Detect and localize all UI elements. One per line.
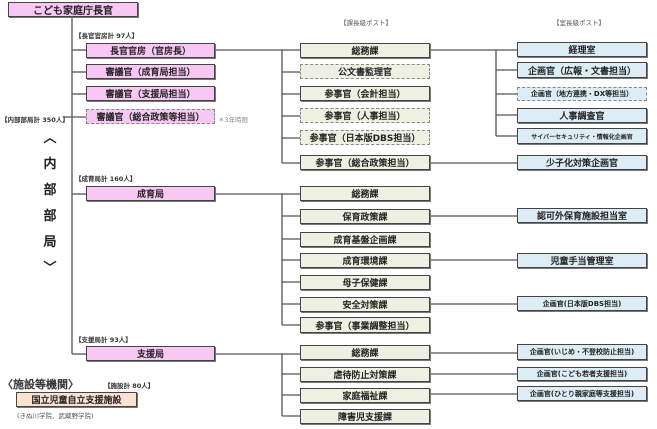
internal-bureaus-label: ︿ 内 部 部 局 ﹀ xyxy=(40,126,60,282)
commissioner-box[interactable]: こども家庭庁長官 xyxy=(8,2,138,17)
seiiku-maternal-health[interactable]: 母子保健課 xyxy=(300,275,430,290)
bracket-close: ﹀ xyxy=(43,261,57,276)
cybersecurity-officer[interactable]: サイバーセキュリティ・情報化企画官 xyxy=(517,128,647,144)
sec-personnel[interactable]: 参事官（人事担当） xyxy=(300,108,430,123)
shien-disabled-children[interactable]: 障害児支援課 xyxy=(300,409,430,424)
secretariat-count: 【長官官房計 97人】 xyxy=(75,32,139,40)
councilor-policy-box[interactable]: 審議官（総合政策等担当） xyxy=(86,109,215,124)
sec-dbs[interactable]: 参事官（日本版DBS担当） xyxy=(300,130,430,145)
personnel-investigator[interactable]: 人事調査官 xyxy=(517,108,647,123)
facility-note: (きぬ川学院、武蔵野学院) xyxy=(17,412,94,420)
unlicensed-childcare-office[interactable]: 認可外保育施設担当室 xyxy=(517,208,647,223)
pr-planning-officer[interactable]: 企画官（広報・文書担当） xyxy=(517,62,647,78)
seiiku-bureau-box[interactable]: 成育局 xyxy=(86,186,215,201)
sec-policy[interactable]: 参事官（総合政策担当） xyxy=(300,155,430,170)
shien-bureau-box[interactable]: 支援局 xyxy=(86,346,215,361)
sec-records-officer[interactable]: 公文書監理官 xyxy=(300,64,430,79)
seiiku-coordination[interactable]: 参事官（事業調整担当） xyxy=(300,317,430,333)
label-char: 部 xyxy=(43,209,57,224)
shien-family-welfare[interactable]: 家庭福祉課 xyxy=(300,388,430,403)
seiiku-foundation-planning[interactable]: 成育基盤企画課 xyxy=(300,232,430,247)
section-level-header: 【課長級ポスト】 xyxy=(340,19,392,27)
seiiku-dbs-officer[interactable]: 企画官(日本版DBS担当) xyxy=(517,296,647,311)
label-char: 内 xyxy=(43,157,57,172)
regional-dx-officer[interactable]: 企画官（地方連携・DX等担当） xyxy=(517,87,647,101)
office-level-header: 【室長級ポスト】 xyxy=(553,19,605,27)
shien-count: 【支援局計 93人】 xyxy=(75,336,132,344)
child-allowance-office[interactable]: 児童手当管理室 xyxy=(517,253,647,268)
sec-general-affairs[interactable]: 総務課 xyxy=(300,43,430,58)
youth-support-officer[interactable]: 企画官(こども若者支援担当) xyxy=(517,367,647,381)
councilor-seiiku-box[interactable]: 審議官（成育局担当） xyxy=(86,64,215,79)
bracket-open: ︿ xyxy=(43,131,57,146)
secretariat-box[interactable]: 長官官房（官房長） xyxy=(86,43,215,58)
label-char: 局 xyxy=(43,235,57,250)
seiiku-childcare-policy[interactable]: 保育政策課 xyxy=(300,209,430,224)
seiiku-safety[interactable]: 安全対策課 xyxy=(300,297,430,312)
label-char: 部 xyxy=(43,183,57,198)
seiiku-environment[interactable]: 成育環境課 xyxy=(300,253,430,268)
sec-accounting[interactable]: 参事官（会計担当） xyxy=(300,86,430,101)
internal-count: 【内部部局計 350人】 xyxy=(1,116,69,124)
facility-title: 〈施設等機関〉 xyxy=(2,378,79,391)
councilor-shien-box[interactable]: 審議官（支援局担当） xyxy=(86,86,215,101)
shien-abuse-prevention[interactable]: 虐待防止対策課 xyxy=(300,367,430,382)
seiiku-general-affairs[interactable]: 総務課 xyxy=(300,186,430,201)
time-limited-note: ＊3年時限 xyxy=(218,116,249,124)
single-parent-officer[interactable]: 企画官(ひとり親家庭等支援担当) xyxy=(517,386,647,401)
birthrate-officer[interactable]: 少子化対策企画官 xyxy=(517,155,647,170)
facility-count: 【施設計 80人】 xyxy=(104,382,155,390)
seiiku-count: 【成育局計 160人】 xyxy=(75,175,137,183)
bullying-officer[interactable]: 企画官(いじめ・不登校防止担当) xyxy=(517,344,647,360)
accounting-office[interactable]: 経理室 xyxy=(517,42,647,57)
facility-box[interactable]: 国立児童自立支援施設 xyxy=(16,392,137,407)
shien-general-affairs[interactable]: 総務課 xyxy=(300,345,430,360)
